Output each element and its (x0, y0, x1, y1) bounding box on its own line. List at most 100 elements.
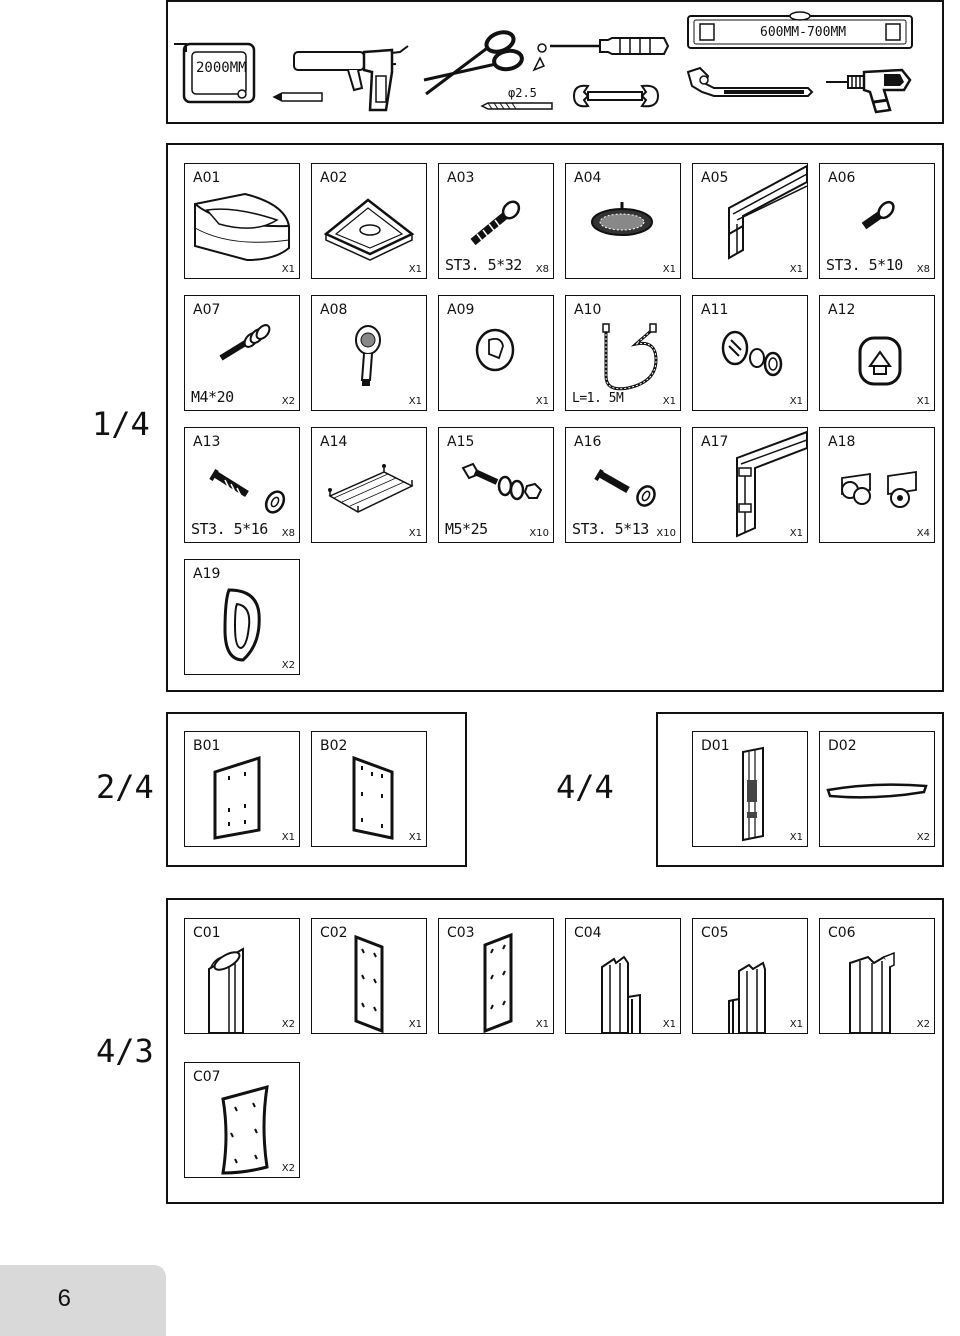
track-profile-icon (736, 430, 807, 538)
vertical-profile-icon (742, 746, 764, 842)
part-code: A01 (193, 170, 221, 186)
part-cell-a16: A16 ST3. 5*13 X10 (565, 427, 681, 543)
part-qty: X1 (662, 264, 676, 275)
corner-profile-icon (849, 951, 895, 1033)
part-spec: M5*25 (445, 520, 488, 538)
part-cell-a02: A02 X1 (311, 163, 427, 279)
spirit-level-icon (687, 11, 913, 49)
section-c-panel (166, 898, 944, 1204)
part-code: B01 (193, 738, 221, 754)
part-code: A11 (701, 302, 729, 318)
part-qty: X1 (535, 1019, 549, 1030)
handle-icon (223, 588, 261, 662)
drill-icon (826, 68, 912, 114)
part-qty: X1 (789, 832, 803, 843)
part-cell-a04: A04 X1 (565, 163, 681, 279)
part-qty: X2 (281, 660, 295, 671)
part-qty: X8 (535, 264, 549, 275)
section-c-label: 4/3 (96, 1032, 154, 1070)
part-qty: X2 (916, 1019, 930, 1030)
part-cell-a09: A09 X1 (438, 295, 554, 411)
part-cell-a13: A13 ST3. 5*16 X8 (184, 427, 300, 543)
part-cell-c07: C07 X2 (184, 1062, 300, 1178)
part-cell-c02: C02 X1 (311, 918, 427, 1034)
part-code: A05 (701, 170, 729, 186)
part-cell-a18: A18 X4 (819, 427, 935, 543)
door-knob-icon (858, 336, 902, 386)
part-cell-a11: A11 X1 (692, 295, 808, 411)
shelf-rack-icon (328, 464, 414, 513)
part-code: C06 (828, 925, 856, 941)
part-qty: X2 (281, 396, 295, 407)
part-cell-c05: C05 X1 (692, 918, 808, 1034)
curved-bar-icon (826, 783, 928, 799)
screw-and-washer-icon (594, 468, 656, 507)
part-code: A06 (828, 170, 856, 186)
part-cell-a07: A07 M4*20 X2 (184, 295, 300, 411)
shower-holder-icon (475, 328, 515, 372)
part-cell-a06: A06 ST3. 5*10 X8 (819, 163, 935, 279)
page-number: 6 (57, 1285, 71, 1312)
part-code: A12 (828, 302, 856, 318)
shower-hose-icon (602, 323, 658, 391)
hand-shower-icon (355, 325, 381, 386)
part-cell-c06: C06 X2 (819, 918, 935, 1034)
part-qty: X2 (916, 832, 930, 843)
section-a-label: 1/4 (92, 405, 150, 443)
glass-panel-icon (354, 934, 384, 1033)
part-cell-a19: A19 X2 (184, 559, 300, 675)
part-qty: X2 (281, 1163, 295, 1174)
wrench-icon (572, 84, 660, 108)
part-code: D02 (828, 738, 857, 754)
bolt-nut-washers-icon (461, 462, 543, 501)
part-code: A09 (447, 302, 475, 318)
tools-panel: 2000MM φ2.5 (166, 0, 944, 124)
screw-and-washer-icon (209, 468, 286, 514)
section-b-label: 2/4 (96, 768, 154, 806)
screw-icon (470, 200, 521, 246)
section-d-panel (656, 712, 944, 867)
part-qty: X1 (789, 396, 803, 407)
part-code: C05 (701, 925, 729, 941)
part-code: A07 (193, 302, 221, 318)
door-profile-icon (208, 947, 244, 1033)
part-cell-a10: A10 L=1. 5M X1 (565, 295, 681, 411)
part-code: C01 (193, 925, 221, 941)
part-qty: X1 (281, 264, 295, 275)
page-number-tab: 6 (0, 1265, 166, 1336)
part-cell-a17: A17 X1 (692, 427, 808, 543)
part-cell-d02: D02 X2 (819, 731, 935, 847)
part-code: C02 (320, 925, 348, 941)
rain-shower-head-icon (591, 202, 653, 236)
part-spec: ST3. 5*10 (826, 256, 903, 274)
tape-measure-label: 2000MM (196, 60, 247, 76)
part-qty: X1 (408, 528, 422, 539)
part-spec: ST3. 5*16 (191, 520, 268, 538)
part-code: A15 (447, 434, 475, 450)
part-cell-a14: A14 X1 (311, 427, 427, 543)
part-cell-b01: B01 X1 (184, 731, 300, 847)
glass-panel-icon (483, 932, 513, 1033)
part-code: A17 (701, 434, 729, 450)
part-code: A19 (193, 566, 221, 582)
part-cell-a08: A08 X1 (311, 295, 427, 411)
channel-profile-icon (728, 961, 766, 1033)
part-qty: X1 (789, 1019, 803, 1030)
curved-glass-panel-icon (221, 1084, 269, 1175)
part-qty: X1 (662, 396, 676, 407)
scissors-icon (423, 30, 524, 96)
part-cell-b02: B02 X1 (311, 731, 427, 847)
part-spec: L=1. 5M (572, 391, 624, 406)
drill-bit-label: φ2.5 (508, 86, 537, 100)
part-qty: X1 (408, 264, 422, 275)
part-qty: X1 (662, 1019, 676, 1030)
part-code: A13 (193, 434, 221, 450)
part-code: A03 (447, 170, 475, 186)
bolt-with-washers-icon (219, 324, 271, 361)
shower-tray-icon (323, 198, 415, 261)
part-cell-c04: C04 X1 (565, 918, 681, 1034)
part-cell-a05: A05 X1 (692, 163, 808, 279)
part-code: A18 (828, 434, 856, 450)
aluminum-profile-icon (728, 164, 807, 260)
part-qty: X1 (281, 832, 295, 843)
